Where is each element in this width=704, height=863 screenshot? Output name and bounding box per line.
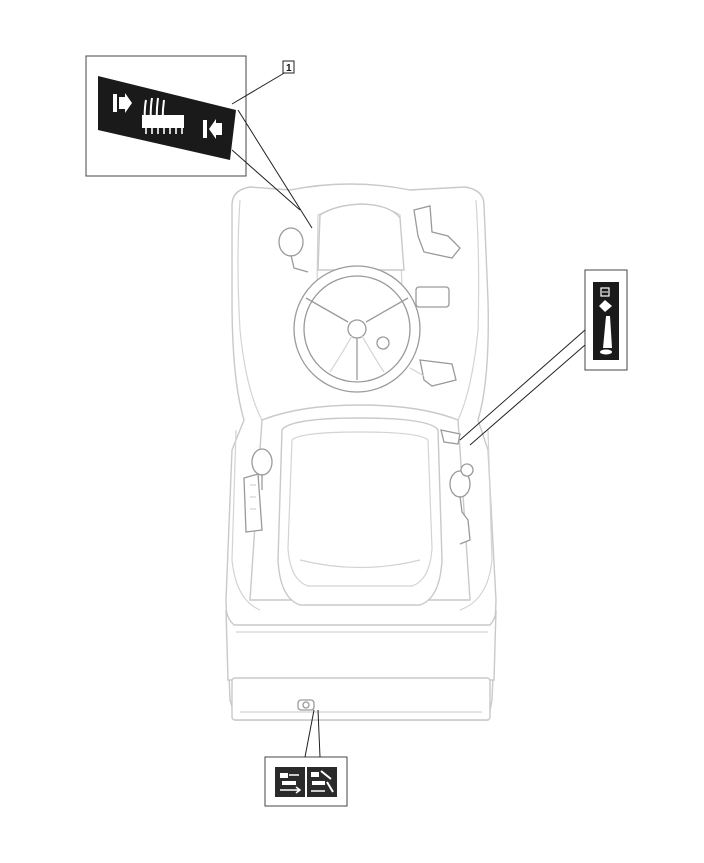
seat: [277, 417, 443, 606]
callout-box-1: [282, 60, 295, 74]
lever-front-left: [278, 227, 309, 273]
pedals: [409, 205, 461, 387]
hydraulic-control-icon: [275, 767, 305, 797]
arrow-out-icon: [113, 93, 132, 113]
arrow-in-icon: [203, 119, 222, 139]
leader-line-top: [237, 109, 313, 229]
transmission-control-icon: [307, 767, 337, 797]
leader-line-top-2: [231, 149, 301, 211]
leader-line-right-2: [469, 344, 586, 446]
leader-line-bottom: [304, 709, 315, 758]
leader-line-callout-1: [231, 71, 287, 105]
callout-number-1: 1: [286, 63, 292, 74]
decal-callout-top: 1: [85, 55, 313, 229]
leader-line-bottom-2: [317, 709, 321, 758]
steering-wheel: [293, 265, 421, 393]
speed-lever-decal-icon: [599, 287, 612, 355]
leader-line-right: [459, 329, 586, 441]
lever-seat-right: [440, 429, 474, 545]
decal-callout-right: [459, 269, 628, 446]
rear-switch: [297, 699, 315, 711]
decal-callout-bottom: [264, 709, 348, 807]
lever-seat-left: [243, 448, 273, 533]
brush-sweeper-icon: [142, 97, 184, 134]
